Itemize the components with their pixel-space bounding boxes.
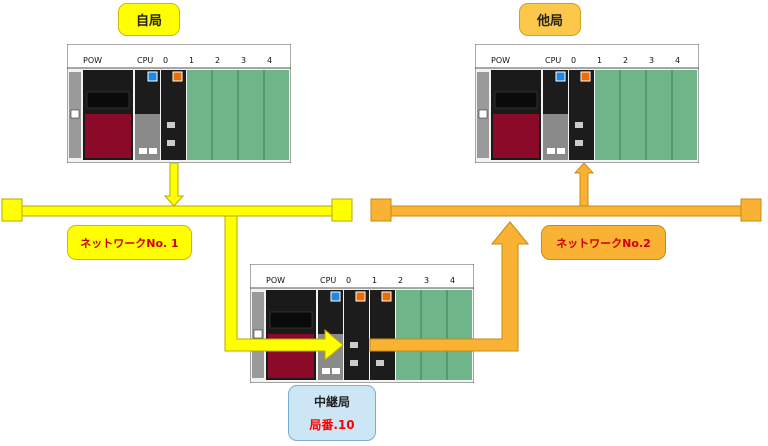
own-station-badge: 自局 <box>118 3 180 36</box>
slot-label-2: 2 <box>398 276 403 285</box>
relay-station-number: 局番.10 <box>309 418 355 432</box>
other-station-plc-rack: POW CPU 0 1 2 3 4 <box>475 44 699 163</box>
slot-label-0: 0 <box>346 276 351 285</box>
slot-label-4: 4 <box>450 276 455 285</box>
slot-label-1: 1 <box>189 56 194 65</box>
own-station-plc-rack: POW CPU 0 1 2 3 4 <box>67 44 291 163</box>
slot-label-cpu: CPU <box>545 56 561 65</box>
slot-label-2: 2 <box>623 56 628 65</box>
slot-label-3: 3 <box>241 56 246 65</box>
slot-label-cpu: CPU <box>137 56 153 65</box>
slot-label-pow: POW <box>491 56 510 65</box>
slot-label-3: 3 <box>424 276 429 285</box>
slot-label-4: 4 <box>675 56 680 65</box>
slot-label-0: 0 <box>571 56 576 65</box>
slot-label-4: 4 <box>267 56 272 65</box>
relay-in-arrow-body <box>224 215 344 362</box>
relay-station-badge: 中継局 局番.10 <box>288 385 376 441</box>
other-station-up-arrow <box>573 162 595 207</box>
relay-station-label: 中継局 <box>313 395 350 409</box>
network2-badge: ネットワークNo.2 <box>541 225 666 260</box>
network2-bus <box>370 198 762 222</box>
slot-label-pow: POW <box>83 56 102 65</box>
slot-label-1: 1 <box>372 276 377 285</box>
own-station-label: 自局 <box>135 14 162 29</box>
own-station-down-arrow <box>163 162 185 207</box>
network1-bus <box>1 198 353 222</box>
other-station-label: 他局 <box>536 14 563 29</box>
slot-label-1: 1 <box>597 56 602 65</box>
network2-label: ネットワークNo.2 <box>556 236 651 250</box>
other-station-badge: 他局 <box>519 3 581 36</box>
network1-label: ネットワークNo. 1 <box>80 236 179 250</box>
slot-label-2: 2 <box>215 56 220 65</box>
slot-label-3: 3 <box>649 56 654 65</box>
relay-out-arrow-body <box>369 221 530 352</box>
slot-label-pow: POW <box>266 276 285 285</box>
network1-badge: ネットワークNo. 1 <box>67 225 192 260</box>
slot-label-cpu: CPU <box>320 276 336 285</box>
slot-label-0: 0 <box>163 56 168 65</box>
